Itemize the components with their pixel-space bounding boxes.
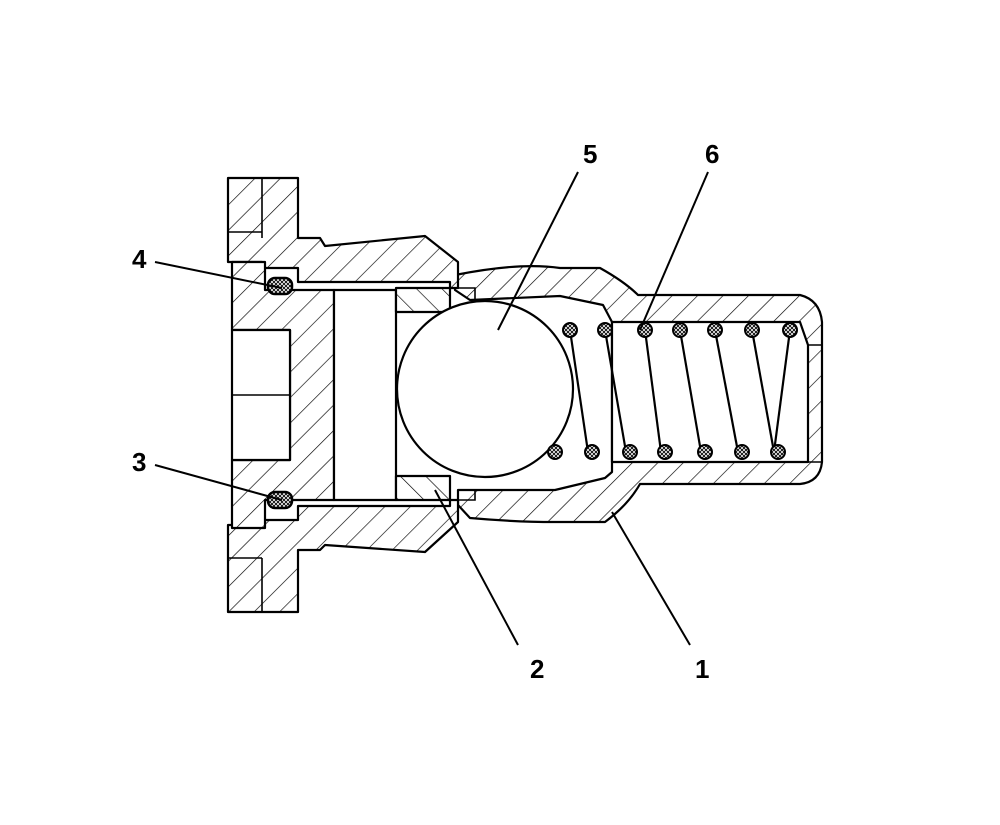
spring-coil-section-bottom xyxy=(697,444,713,460)
spring-coil-section-top xyxy=(597,322,613,338)
spring-coil-section-top xyxy=(744,322,760,338)
leader-2 xyxy=(434,489,519,646)
callout-2: 2 xyxy=(530,654,544,684)
callout-5: 5 xyxy=(583,139,597,169)
part-4-plug xyxy=(230,260,336,530)
spring-coil-wire xyxy=(643,329,663,453)
spring-coil-section-bottom xyxy=(770,444,786,460)
leader-3 xyxy=(154,464,283,501)
spring-coil-wire xyxy=(603,329,628,453)
callout-4: 4 xyxy=(132,244,147,274)
part-5-ball xyxy=(395,299,575,479)
callout-3: 3 xyxy=(132,447,146,477)
callout-labels: 1 2 3 4 5 6 xyxy=(132,139,719,684)
leader-5 xyxy=(497,171,579,331)
spring-coil-section-bottom xyxy=(547,444,563,460)
spring-coil-section-top xyxy=(562,322,578,338)
spring-coil-wire xyxy=(750,329,776,453)
callout-1: 1 xyxy=(695,654,709,684)
spring-coil-wire xyxy=(678,329,703,453)
spring-coil-section-bottom xyxy=(584,444,600,460)
spring-coil-section-bottom xyxy=(622,444,638,460)
spring-coil-section-top xyxy=(782,322,798,338)
spring-coil-section-bottom xyxy=(657,444,673,460)
spring-coil-section-top xyxy=(672,322,688,338)
leader-1 xyxy=(611,511,691,646)
callout-6: 6 xyxy=(705,139,719,169)
spring-coil-section-bottom xyxy=(734,444,750,460)
spring-coil-wire xyxy=(568,329,590,453)
spring-coil-wire xyxy=(713,329,740,453)
spring-coil-section-top xyxy=(707,322,723,338)
leader-4 xyxy=(154,261,283,289)
spacer-bore xyxy=(332,288,398,502)
leader-6 xyxy=(639,171,709,331)
spring-coil-wire xyxy=(772,329,792,453)
leader-lines xyxy=(154,171,709,646)
part-1-spring-housing xyxy=(453,265,824,524)
